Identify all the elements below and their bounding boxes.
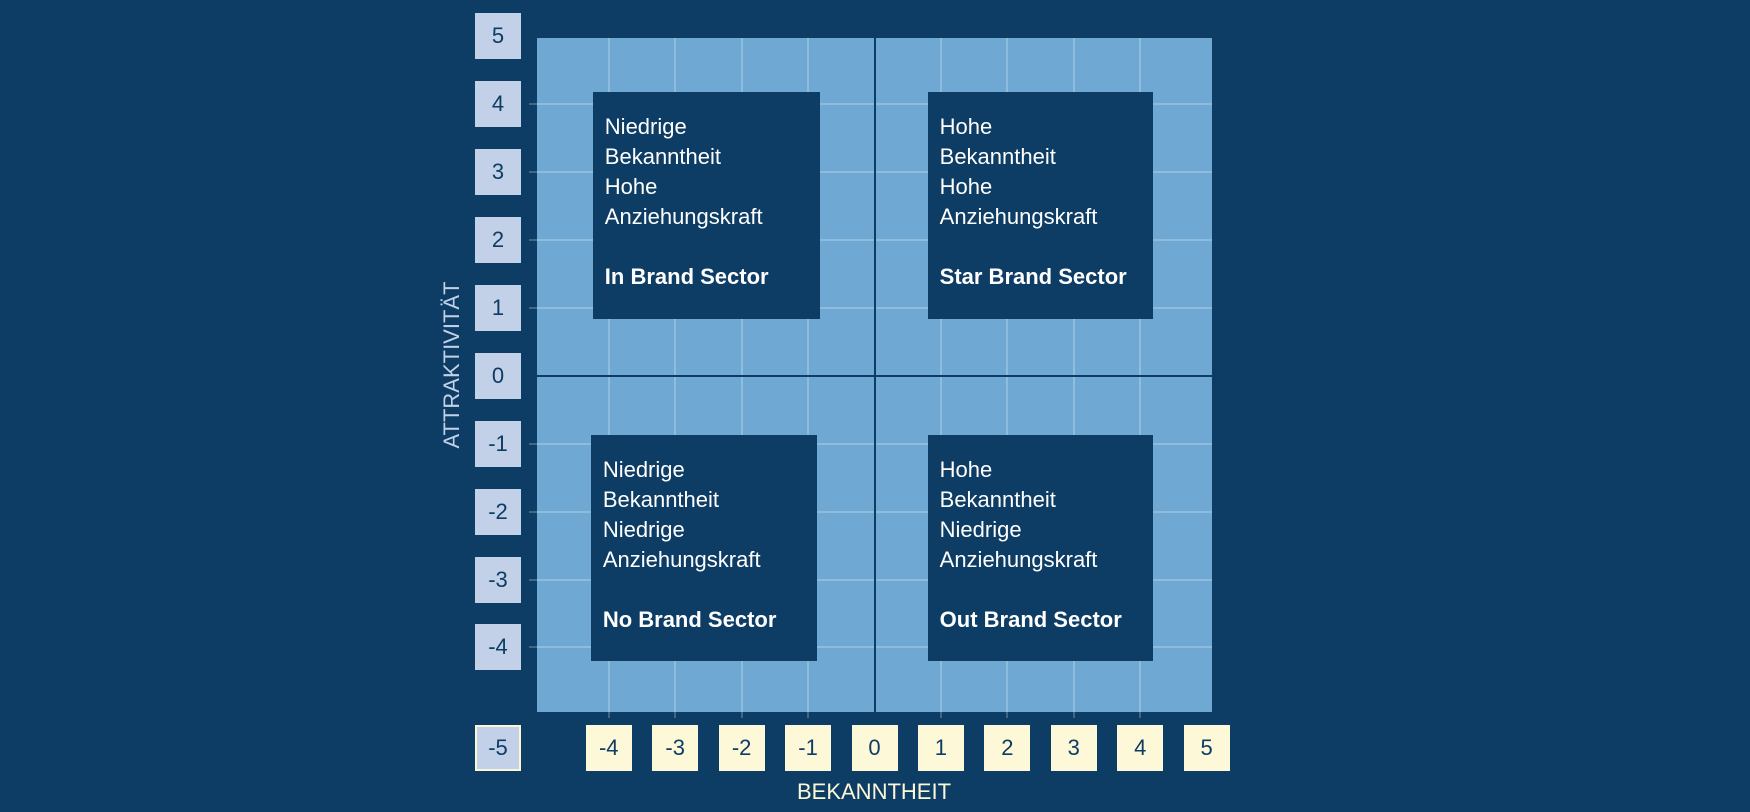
y-tick-label: 1 [475,284,521,331]
gridline-vertical [939,38,942,718]
quadrant-description-line: Bekanntheit [939,486,1056,512]
gridline-horizontal [529,238,1212,241]
gridline-horizontal [529,442,1212,445]
x-tick-label: 0 [851,725,898,771]
x-tick-label: -2 [718,725,765,771]
gridline-horizontal [529,306,1212,309]
gridline-vertical [1072,38,1075,718]
quadrant-description-line: Hohe [939,113,993,139]
quadrant-description-line: Hohe [939,456,993,482]
y-tick-label: 4 [475,80,521,127]
gridline-horizontal [529,102,1212,105]
zero-line-horizontal [537,374,1212,377]
x-axis-label: BEKANNTHEIT [796,779,952,804]
quadrant-description-line: Niedrige [602,456,685,482]
y-tick-label: 3 [475,148,521,195]
gridline-vertical [607,38,610,718]
x-tick-label: 5 [1183,725,1230,771]
quadrant-description-line: Hohe [604,173,658,199]
y-tick-label: -3 [475,556,521,603]
quadrant-title: Out Brand Sector [939,606,1122,632]
y-tick-label: -5 [475,725,521,771]
quadrant-description-line: Niedrige [604,113,687,139]
quadrant-description-line: Anziehungskraft [602,546,761,572]
y-tick-label: 0 [475,352,521,399]
x-tick-label: 3 [1050,725,1097,771]
gridline-horizontal [529,510,1212,513]
x-tick-label: -1 [785,725,832,771]
gridline-horizontal [529,646,1212,649]
x-tick-label: 4 [1117,725,1164,771]
quadrant-title: Star Brand Sector [939,263,1127,289]
gridline-vertical [740,38,743,718]
quadrant-description-line: Anziehungskraft [939,546,1098,572]
x-tick-label: -4 [585,725,632,771]
gridline-vertical [1139,38,1142,718]
quadrant-description-line: Hohe [939,173,993,199]
y-tick-label: -4 [475,624,521,671]
y-tick-label: -1 [475,420,521,467]
gridline-vertical [674,38,677,718]
quadrant-title: No Brand Sector [602,606,777,632]
x-tick-label: 1 [917,725,964,771]
quadrant-description-line: Bekanntheit [602,486,720,512]
quadrant-description-line: Niedrige [602,516,685,542]
x-tick-label: 2 [984,725,1031,771]
quadrant-description-line: Bekanntheit [939,143,1056,169]
gridline-horizontal [529,170,1212,173]
y-axis-label: ATTRAKTIVITÄT [439,281,464,449]
y-tick-label: -2 [475,488,521,535]
x-tick-label: -3 [652,725,699,771]
quadrant-description-line: Anziehungskraft [604,203,763,229]
gridline-vertical [807,38,810,718]
quadrant-title: In Brand Sector [604,263,769,289]
y-tick-label: 2 [475,216,521,263]
quadrant-description-line: Niedrige [939,516,1022,542]
gridline-horizontal [529,578,1212,581]
quadrant-description-line: Anziehungskraft [939,203,1098,229]
y-tick-label: 5 [475,12,521,59]
gridline-vertical [1006,38,1009,718]
quadrant-description-line: Bekanntheit [604,143,721,169]
